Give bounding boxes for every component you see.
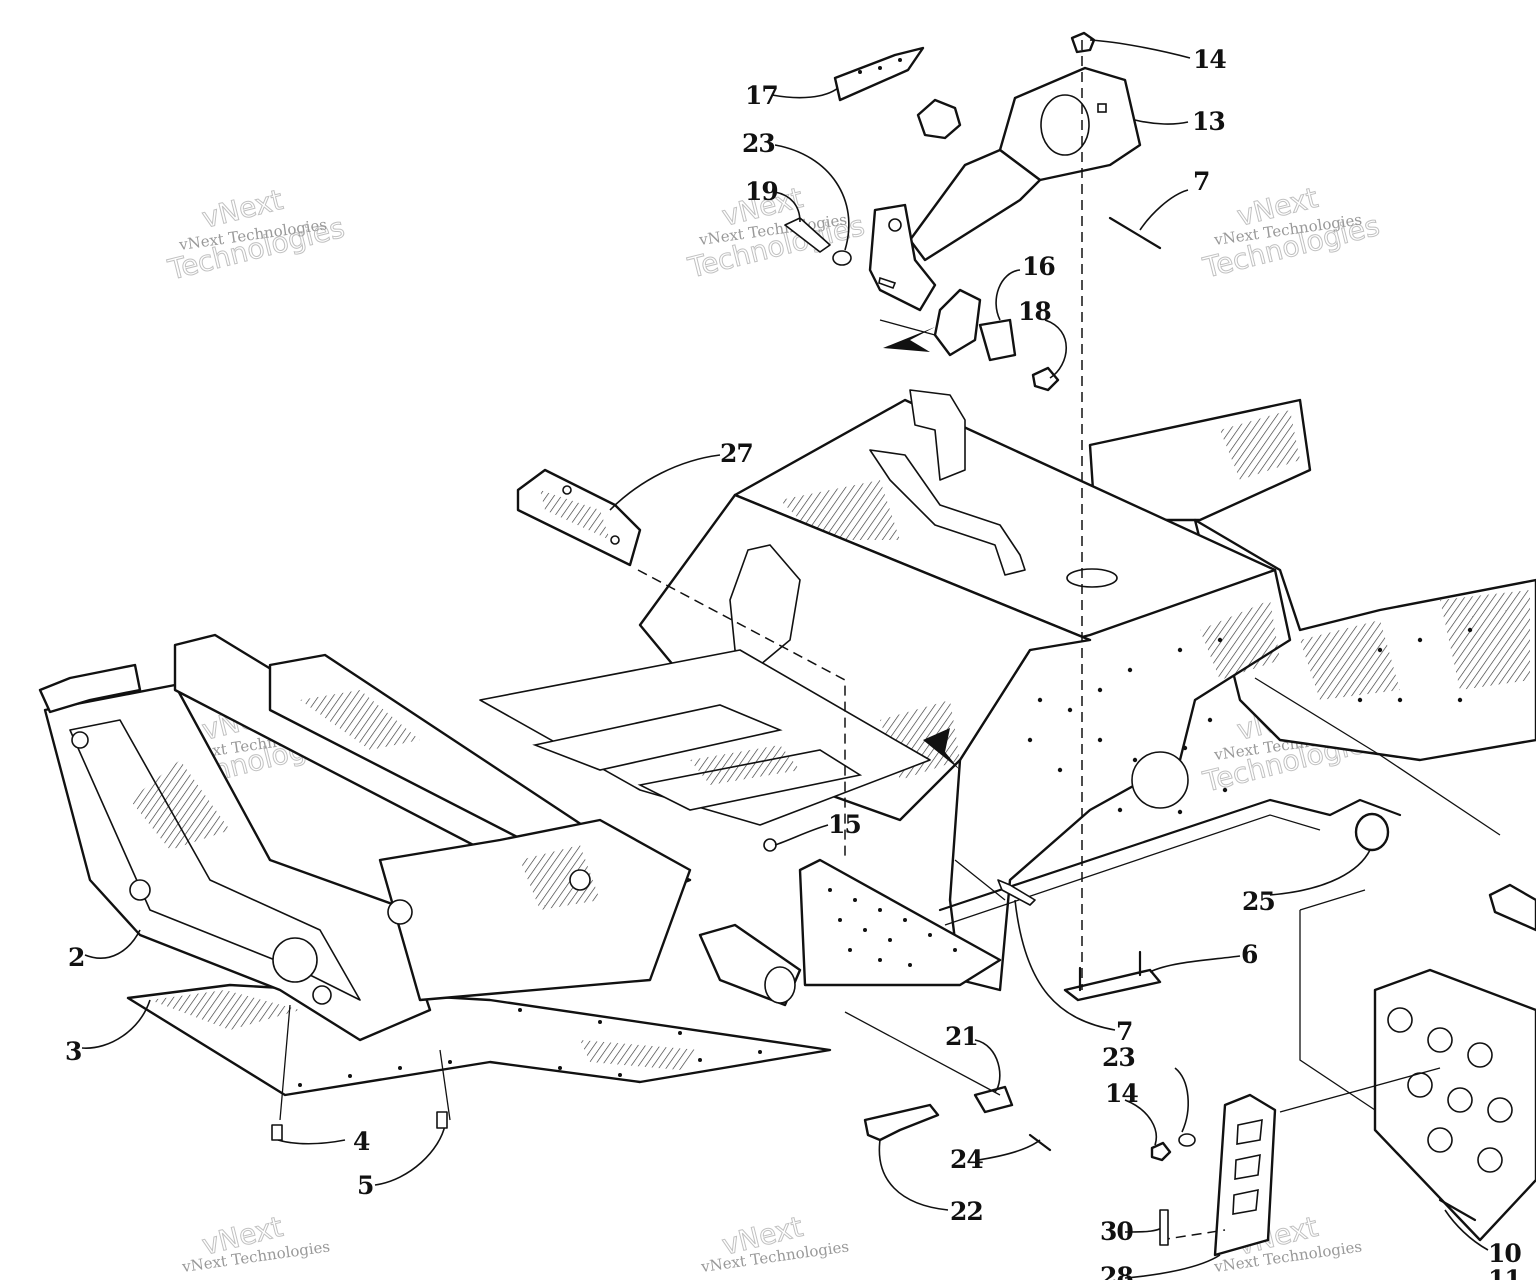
callout-14: 14 — [1193, 45, 1226, 74]
callout-7: 7 — [1116, 1017, 1132, 1046]
direction-arrow — [883, 327, 935, 352]
handle-part-22 — [863, 1103, 940, 1142]
callout-3: 3 — [65, 1037, 81, 1066]
callout-11: 11 — [1488, 1265, 1521, 1280]
callout-2: 2 — [68, 943, 84, 972]
pin-part-24 — [1028, 1133, 1052, 1152]
callout-23: 23 — [742, 129, 775, 158]
callout-28: 28 — [1100, 1262, 1133, 1280]
clip-part-21 — [973, 1085, 1014, 1114]
callout-15: 15 — [828, 810, 861, 839]
plug-part-25 — [1354, 812, 1390, 852]
grommet-part — [916, 98, 962, 140]
callout-17: 17 — [745, 81, 778, 110]
callout-23: 23 — [1102, 1043, 1135, 1072]
bracket-part-11 — [1373, 883, 1536, 1242]
front-frame-part — [38, 633, 1002, 1042]
callout-24: 24 — [950, 1145, 983, 1174]
steering-support-part-13 — [868, 66, 1142, 312]
callout-19: 19 — [745, 177, 778, 206]
leader-lines — [81, 39, 1489, 1279]
small-hardware — [271, 879, 1196, 1246]
stud-plate-part-6 — [1063, 950, 1162, 1002]
callout-4: 4 — [353, 1127, 370, 1156]
callout-27: 27 — [720, 439, 753, 468]
bracket-part-27 — [516, 468, 642, 567]
callout-6: 6 — [1241, 940, 1258, 969]
tunnel-assembly — [638, 389, 1536, 992]
callout-5: 5 — [357, 1171, 373, 1200]
callout-21: 21 — [945, 1022, 978, 1051]
floor-pan-part — [126, 983, 832, 1097]
callout-7: 7 — [1193, 167, 1209, 196]
callout-16: 16 — [1022, 252, 1055, 281]
pin-part-7 — [1108, 216, 1162, 250]
plate-part-17 — [833, 46, 925, 102]
callout-22: 22 — [950, 1197, 983, 1226]
callout-14: 14 — [1105, 1079, 1138, 1108]
assembly-lines — [279, 40, 1501, 1241]
frame-outline-right — [1299, 889, 1376, 1111]
callout-10: 10 — [1488, 1239, 1521, 1268]
pin-part-10 — [1438, 1198, 1477, 1222]
callout-25: 25 — [1242, 887, 1275, 916]
nut-part-14 — [1070, 31, 1096, 54]
direction-arrow — [923, 728, 960, 770]
callout-18: 18 — [1018, 297, 1051, 326]
callout-13: 13 — [1192, 107, 1225, 136]
callout-labels: 14 13 17 23 19 7 16 18 27 15 25 2 6 3 7 … — [65, 45, 1522, 1280]
callout-30: 30 — [1100, 1217, 1133, 1246]
clamp-part-16 — [933, 288, 1060, 392]
bracket-part-28 — [1213, 1093, 1277, 1257]
bolt-part-19 — [784, 217, 852, 266]
